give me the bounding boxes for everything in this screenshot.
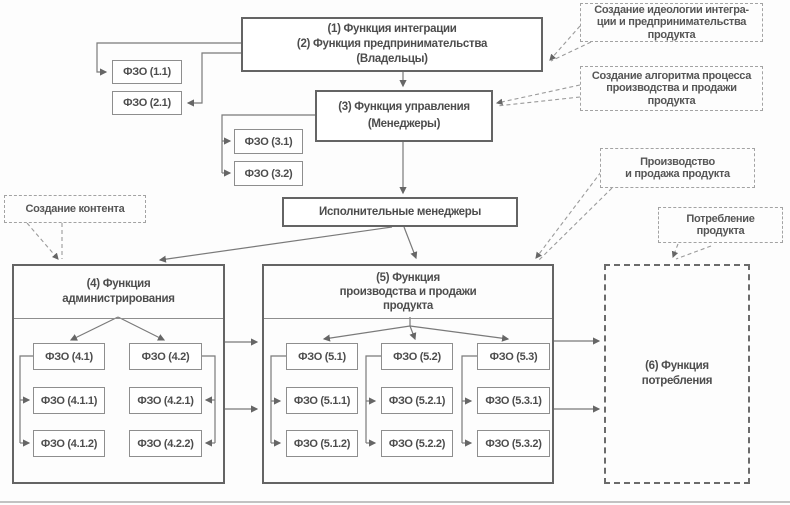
exec-to-func5-connector [403, 226, 418, 260]
node-exec-managers-label: Исполнительные менеджеры [318, 205, 481, 218]
node-fzo-4-1-1-label: ФЗО (4.1.1) [40, 394, 98, 407]
node-fzo-4-1: ФЗО (4.1) [33, 343, 105, 370]
node-fzo-5-1-2: ФЗО (5.1.2) [286, 430, 358, 457]
node-fzo-5-2-2: ФЗО (5.2.2) [381, 430, 453, 457]
callout-leaders [26, 25, 712, 261]
callout-ideology: Создание идеологии интегра- ции и предпр… [580, 3, 763, 42]
node-fzo-4-2-2-label: ФЗО (4.2.2) [137, 437, 194, 450]
consumption-leader-2 [675, 245, 712, 260]
node-func5-title: (5) Функция производства и продажи проду… [264, 266, 552, 319]
node-fzo-5-2-label: ФЗО (5.2) [393, 350, 441, 363]
node-fzo-5-1-1-label: ФЗО (5.1.1) [293, 394, 351, 407]
node-fzo-4-1-label: ФЗО (4.1) [45, 350, 93, 363]
node-fzo-4-1-2-label: ФЗО (4.1.2) [40, 437, 98, 450]
node-fzo-4-2-1: ФЗО (4.2.1) [129, 387, 202, 414]
node-fzo-4-1-1: ФЗО (4.1.1) [33, 387, 105, 414]
col4b-rail [202, 355, 216, 443]
node-managers: (3) Функция управления (Менеджеры) [315, 90, 493, 142]
node-fzo-5-1-2-label: ФЗО (5.1.2) [293, 437, 351, 450]
node-fzo-5-1: ФЗО (5.1) [286, 343, 358, 370]
node-fzo-1-1-label: ФЗО (1.1) [123, 66, 171, 78]
node-func5-label: (5) Функция производства и продажи проду… [339, 272, 477, 312]
production-leader-1 [535, 171, 602, 259]
node-managers-label: (3) Функция управления (Менеджеры) [338, 101, 470, 130]
node-fzo-5-2-1: ФЗО (5.2.1) [381, 387, 453, 414]
node-func6: (6) Функция потребления [604, 264, 750, 484]
node-fzo-5-3: ФЗО (5.3) [477, 343, 550, 370]
node-exec-managers: Исполнительные менеджеры [282, 197, 518, 227]
node-fzo-4-2: ФЗО (4.2) [129, 343, 202, 370]
callout-algorithm-label: Создание алгоритма процесса производства… [591, 69, 752, 107]
node-fzo-5-2-1-label: ФЗО (5.2.1) [388, 394, 446, 407]
node-fzo-4-2-1-label: ФЗО (4.2.1) [137, 394, 194, 407]
node-fzo-3-1: ФЗО (3.1) [234, 129, 303, 154]
callout-content-label: Создание контента [25, 202, 125, 215]
node-fzo-5-3-1-label: ФЗО (5.3.1) [485, 394, 542, 407]
callout-production-label: Производство и продажа продукта [625, 155, 730, 181]
callout-content: Создание контента [4, 195, 146, 223]
node-fzo-1-1: ФЗО (1.1) [112, 60, 182, 84]
ideology-leader-2 [550, 41, 592, 62]
node-func6-label: (6) Функция потребления [641, 360, 713, 387]
callout-consumption-label: Потребление продукта [686, 212, 755, 238]
owners-to-fzo11-connector [96, 42, 241, 76]
production-leader-2 [538, 187, 613, 261]
callout-consumption: Потребление продукта [658, 207, 783, 243]
content-leader-1 [26, 222, 59, 260]
consumption-leader-1 [671, 243, 679, 259]
algorithm-leader-2 [496, 96, 581, 107]
col51-rail [270, 355, 286, 443]
node-fzo-5-2: ФЗО (5.2) [381, 343, 453, 370]
col52-rail [365, 355, 381, 443]
node-fzo-3-1-label: ФЗО (3.1) [244, 135, 293, 148]
func4-branch-left [69, 316, 119, 341]
node-func5: (5) Функция производства и продажи проду… [262, 264, 554, 484]
algorithm-leader-1 [495, 84, 581, 106]
col4a-rail [19, 355, 33, 443]
node-fzo-3-2: ФЗО (3.2) [234, 161, 303, 186]
node-func4: (4) Функция администрирования [12, 264, 225, 484]
callout-ideology-label: Создание идеологии интегра- ции и предпр… [594, 3, 749, 41]
node-fzo-4-2-label: ФЗО (4.2) [141, 350, 190, 363]
page-bottom-rule [0, 501, 790, 503]
node-owners: (1) Функция интеграции (2) Функция предп… [241, 17, 543, 72]
node-fzo-5-2-2-label: ФЗО (5.2.2) [388, 437, 446, 450]
node-fzo-5-3-2-label: ФЗО (5.3.2) [485, 437, 542, 450]
node-fzo-5-3-label: ФЗО (5.3) [489, 350, 538, 363]
callout-algorithm: Создание алгоритма процесса производства… [580, 66, 763, 111]
callout-production: Производство и продажа продукта [600, 148, 755, 188]
owners-to-fzo21-connector [186, 52, 241, 107]
node-fzo-2-1: ФЗО (2.1) [112, 91, 182, 115]
node-fzo-5-3-1: ФЗО (5.3.1) [477, 387, 550, 414]
node-func4-label: (4) Функция администрирования [62, 278, 175, 305]
node-fzo-3-2-label: ФЗО (3.2) [244, 167, 293, 180]
exec-to-func4-connector [158, 226, 393, 263]
func5-branch-right [409, 325, 510, 342]
func5-branch-mid [409, 325, 417, 341]
node-fzo-4-2-2: ФЗО (4.2.2) [129, 430, 202, 457]
node-fzo-5-3-2: ФЗО (5.3.2) [477, 430, 550, 457]
col53-rail [461, 355, 477, 443]
ideology-leader-1 [549, 25, 581, 61]
node-owners-label: (1) Функция интеграции (2) Функция предп… [296, 23, 488, 65]
func5-branch-left [322, 325, 411, 342]
node-fzo-4-1-2: ФЗО (4.1.2) [33, 430, 105, 457]
node-fzo-2-1-label: ФЗО (2.1) [123, 97, 171, 109]
node-fzo-5-1-label: ФЗО (5.1) [298, 350, 346, 363]
func4-branch-right [117, 316, 166, 341]
node-fzo-5-1-1: ФЗО (5.1.1) [286, 387, 358, 414]
managers-side-connector [221, 114, 315, 173]
solid-connectors [19, 42, 601, 447]
node-func4-title: (4) Функция администрирования [14, 266, 223, 319]
